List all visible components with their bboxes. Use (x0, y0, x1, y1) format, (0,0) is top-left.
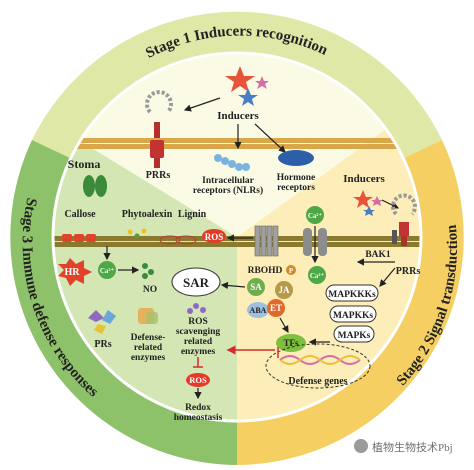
nlr-label-1: Intracellular (202, 176, 254, 186)
watermark: 植物生物技术Pbj (372, 440, 453, 454)
inducers-top-label: Inducers (217, 110, 259, 122)
inducer-stars-top (225, 66, 269, 106)
ros-scav-label-2: scavenging (176, 327, 221, 337)
star-icon (353, 190, 373, 208)
ros-scav-label-3: related (184, 337, 213, 347)
bak1-label: BAK1 (365, 250, 391, 260)
prrs-right-label: PRRs (396, 266, 421, 277)
sa-label: SA (250, 282, 262, 292)
star-icon (255, 76, 269, 89)
stoma-icon (83, 175, 107, 197)
ros-scav-label-1: ROS (188, 317, 208, 327)
phytoalexin-dots (127, 228, 147, 239)
prr-receptor-right (391, 193, 417, 246)
hormone-label-2: receptors (277, 183, 315, 193)
hormone-receptor-shape (278, 150, 314, 166)
callose-label: Callose (64, 209, 96, 220)
redox-label-1: Redox (185, 403, 211, 413)
stoma-label: Stoma (68, 157, 101, 171)
lignin-label: Lignin (178, 209, 207, 220)
et-label: ET (270, 303, 282, 313)
star-icon (363, 206, 375, 216)
defense-enzyme-shapes (138, 308, 158, 324)
ja-label: JA (279, 285, 291, 295)
inducer-stars-right (353, 190, 383, 216)
star-icon (371, 196, 383, 206)
hr-label: HR (65, 267, 81, 278)
ros2-label: ROS (189, 375, 207, 385)
prs-label: PRs (94, 339, 111, 350)
mapks-label: MAPKs (338, 331, 371, 341)
redox-label-2: homeostasis (174, 413, 223, 423)
nlr-label-2: receptors (NLRs) (193, 185, 263, 196)
prr-receptor-top (145, 90, 173, 168)
def-enz-label-2: related (134, 343, 163, 353)
inducers-right-label: Inducers (343, 173, 385, 185)
star-icon (238, 88, 258, 106)
star-icon (225, 66, 255, 92)
p-label: P (289, 267, 294, 275)
hr-burst (58, 258, 92, 286)
no-label: NO (143, 285, 157, 295)
mapkks-label: MAPKKs (333, 311, 373, 321)
no-icon (142, 263, 154, 279)
rbohd-channel (254, 225, 279, 257)
ros-scav-shapes (187, 303, 206, 314)
nlr-shapes (214, 154, 250, 171)
def-enz-label-1: Defense- (131, 333, 166, 343)
mapk-cascade (325, 284, 379, 343)
ca-channel (303, 206, 327, 284)
ca-bottom-label: Ca²⁺ (310, 272, 325, 280)
def-enz-label-3: enzymes (131, 353, 166, 363)
callose-deposits (62, 234, 96, 242)
defense-genes-label: Defense genes (288, 376, 347, 387)
ca-left-label: Ca²⁺ (100, 267, 115, 275)
hormone-label-1: Hormone (277, 173, 316, 183)
ros-label: ROS (205, 232, 224, 242)
mapkkks-label: MAPKKKs (328, 290, 376, 300)
prs-shapes (88, 310, 116, 334)
sar-bubble (171, 267, 221, 297)
phytoalexin-label: Phytoalexin (122, 209, 173, 220)
nucleus (265, 343, 371, 389)
ca-top-label: Ca²⁺ (308, 212, 323, 220)
prrs-top-label: PRRs (146, 170, 171, 181)
rbohd-label: RBOHD (248, 266, 283, 276)
ros-scav-label-4: enzymes (181, 347, 216, 357)
tfs-label: TFs (283, 338, 299, 348)
sar-label: SAR (183, 275, 210, 290)
lignin-coils (159, 235, 197, 245)
aba-label: ABA (250, 306, 267, 315)
